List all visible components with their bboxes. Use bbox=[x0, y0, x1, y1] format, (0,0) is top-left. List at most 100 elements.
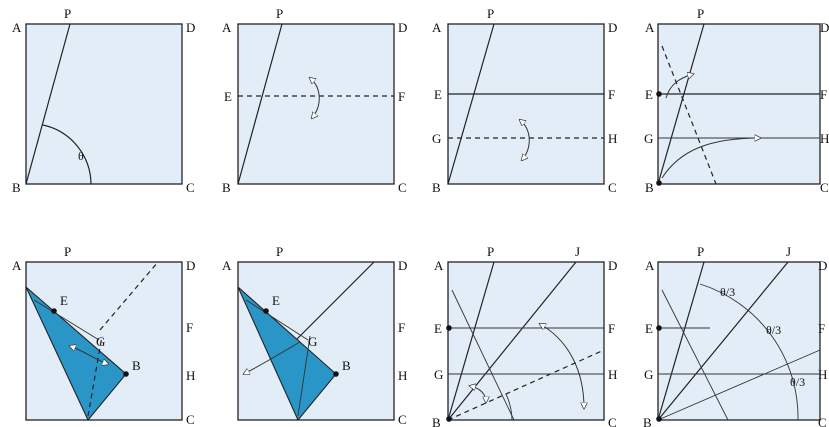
label-e: E bbox=[645, 87, 653, 102]
label-c: C bbox=[608, 180, 617, 195]
fold-arrow-b bbox=[661, 138, 760, 179]
flap-crease bbox=[33, 299, 100, 341]
label-f: F bbox=[608, 87, 615, 102]
point-e bbox=[656, 325, 662, 331]
crease-diagonal bbox=[661, 289, 729, 421]
angle-theta: θ bbox=[78, 149, 84, 163]
label-d: D bbox=[398, 20, 407, 35]
label-a: A bbox=[434, 258, 444, 273]
label-h: H bbox=[820, 131, 829, 146]
label-a: A bbox=[12, 258, 22, 273]
step-1-panel: A P D B C θ bbox=[12, 6, 195, 195]
angle-arc bbox=[699, 283, 799, 421]
step-6-panel: A P D E G F H B C bbox=[222, 244, 407, 427]
fold-arrow-large bbox=[540, 324, 584, 408]
point-e bbox=[263, 308, 269, 314]
label-d: D bbox=[398, 258, 407, 273]
label-h: H bbox=[186, 368, 195, 383]
point-b bbox=[446, 416, 452, 422]
point-b bbox=[656, 416, 662, 422]
label-p: P bbox=[276, 6, 283, 21]
unfold-arrow bbox=[70, 346, 108, 364]
label-p: P bbox=[64, 244, 71, 259]
fold-arrow bbox=[310, 78, 320, 118]
label-p: P bbox=[487, 6, 494, 21]
label-g: G bbox=[644, 131, 653, 146]
arc-small bbox=[505, 393, 513, 421]
label-g: G bbox=[432, 131, 441, 146]
label-f: F bbox=[398, 89, 405, 104]
crease-bp bbox=[25, 23, 71, 185]
step-5-panel: A P D E G F H B C bbox=[12, 244, 195, 427]
angle-third-1: θ/3 bbox=[720, 285, 735, 299]
label-b: B bbox=[645, 180, 654, 195]
label-g: G bbox=[434, 367, 443, 382]
fold-arrow bbox=[520, 120, 530, 160]
step-2-panel: A P D E F B C bbox=[222, 6, 407, 195]
label-e: E bbox=[434, 87, 442, 102]
label-b: B bbox=[342, 358, 351, 373]
step-8-panel: A P J D E F G H B C θ/3 θ/3 θ/3 bbox=[643, 244, 827, 427]
crease-bp bbox=[447, 261, 495, 421]
label-c: C bbox=[820, 180, 829, 195]
step-4-panel: A P D E F G H B C bbox=[644, 6, 829, 195]
label-c: C bbox=[818, 415, 827, 427]
step-3-panel: A P D E F G H B C bbox=[432, 6, 617, 195]
label-g: G bbox=[644, 367, 653, 382]
label-p: P bbox=[697, 244, 704, 259]
label-d: D bbox=[608, 258, 617, 273]
label-h: H bbox=[608, 367, 617, 382]
fold-crease-diagonal bbox=[99, 261, 159, 331]
fold-line-diagonal bbox=[661, 45, 717, 185]
label-e: E bbox=[272, 293, 280, 308]
fold-line-bisector bbox=[447, 349, 605, 421]
angle-third-2: θ/3 bbox=[766, 323, 781, 337]
fold-arrow-small bbox=[470, 386, 486, 402]
label-j: J bbox=[575, 244, 580, 259]
label-f: F bbox=[398, 320, 405, 335]
crease-diagonal bbox=[451, 289, 515, 421]
label-c: C bbox=[186, 412, 195, 427]
label-p: P bbox=[487, 244, 494, 259]
point-b bbox=[333, 371, 339, 377]
label-a: A bbox=[645, 20, 655, 35]
label-e: E bbox=[434, 321, 442, 336]
label-f: F bbox=[608, 321, 615, 336]
label-h: H bbox=[608, 131, 617, 146]
label-c: C bbox=[398, 180, 407, 195]
label-c: C bbox=[186, 180, 195, 195]
label-g: G bbox=[96, 334, 105, 349]
point-b bbox=[656, 180, 662, 186]
crease-bp bbox=[237, 23, 283, 185]
crease-diagonal bbox=[295, 261, 375, 341]
step-7-panel: A P J D E F G H B C bbox=[432, 244, 617, 427]
folded-flap bbox=[237, 286, 337, 422]
crease-trisector bbox=[657, 349, 821, 421]
label-j: J bbox=[786, 244, 791, 259]
crease-bp bbox=[657, 23, 705, 185]
label-a: A bbox=[222, 20, 232, 35]
label-b: B bbox=[12, 180, 21, 195]
point-b bbox=[123, 371, 129, 377]
label-e: E bbox=[224, 89, 232, 104]
label-p: P bbox=[697, 6, 704, 21]
paper-square bbox=[657, 23, 821, 185]
label-a: A bbox=[645, 258, 655, 273]
label-d: D bbox=[818, 258, 827, 273]
crease-bp bbox=[657, 261, 705, 421]
label-d: D bbox=[186, 258, 195, 273]
label-d: D bbox=[608, 20, 617, 35]
theta-arc bbox=[42, 124, 92, 185]
label-f: F bbox=[186, 320, 193, 335]
label-e: E bbox=[645, 321, 653, 336]
label-a: A bbox=[222, 258, 232, 273]
fold-arrow-e bbox=[665, 74, 693, 99]
label-a: A bbox=[432, 20, 442, 35]
angle-third-3: θ/3 bbox=[790, 375, 805, 389]
label-b: B bbox=[432, 180, 441, 195]
label-b: B bbox=[222, 180, 231, 195]
unfold-arrow bbox=[244, 341, 301, 374]
label-d: D bbox=[186, 20, 195, 35]
flap-line bbox=[297, 335, 311, 417]
